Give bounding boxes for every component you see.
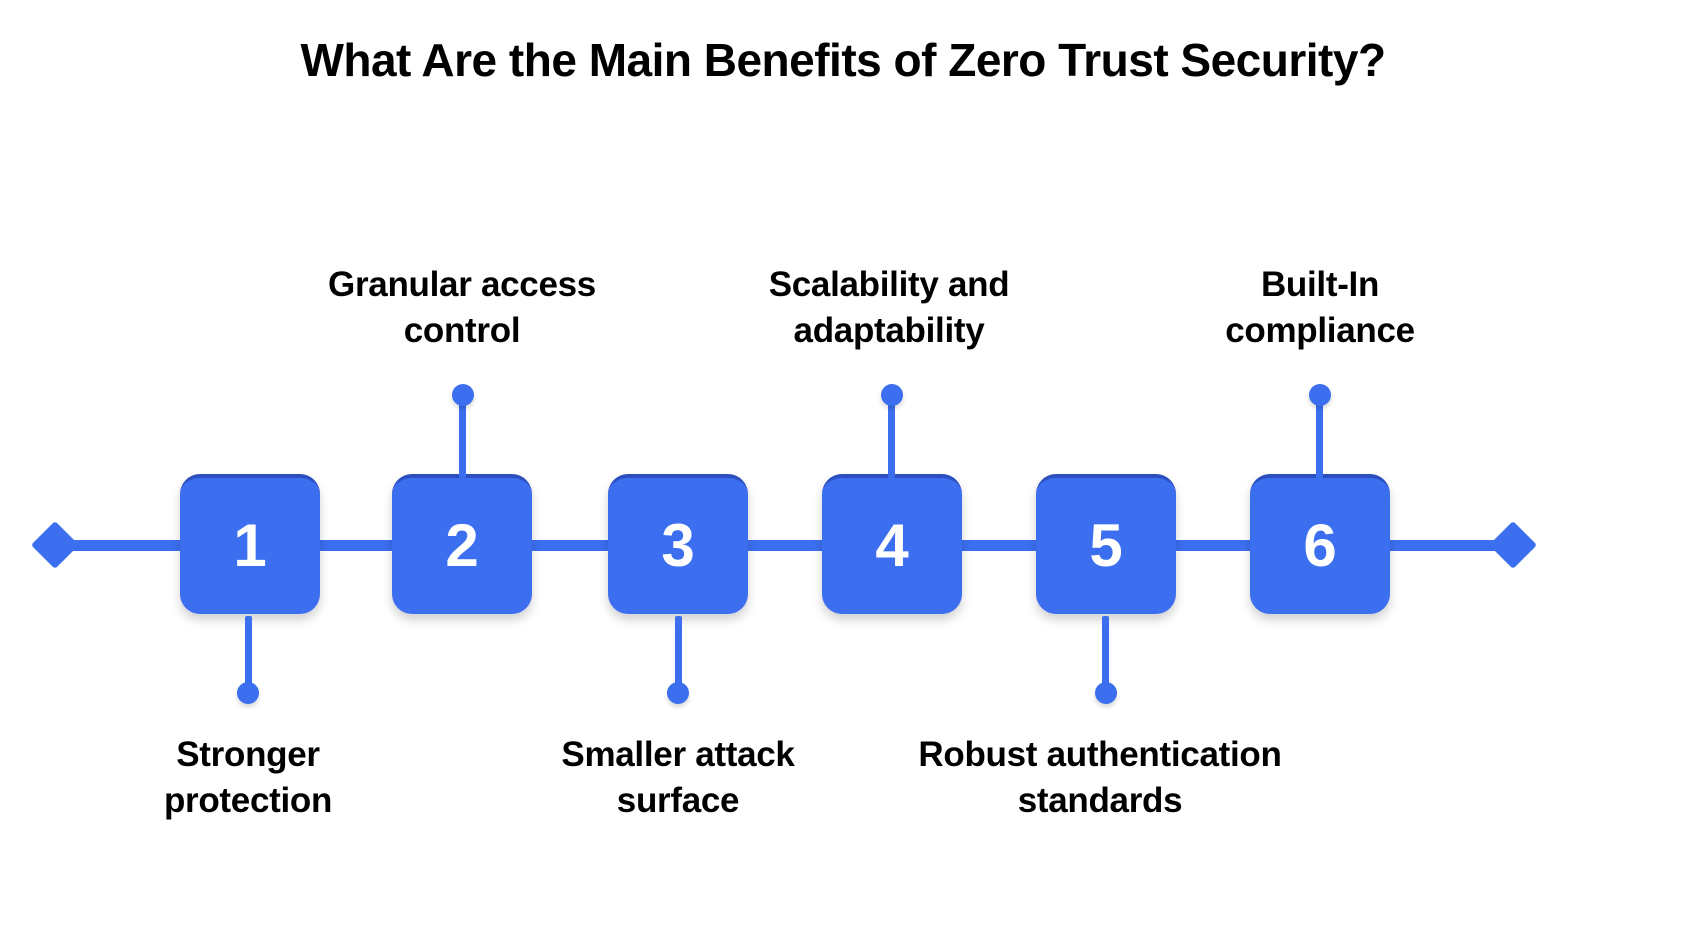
spine-segment-4-5 — [952, 540, 1044, 551]
step-label-5-line2: standards — [1017, 781, 1183, 821]
spine-segment-start — [62, 540, 192, 551]
step-dot-3 — [667, 682, 689, 704]
step-dot-4 — [881, 384, 903, 406]
step-node-1[interactable]: 1 — [180, 474, 320, 614]
step-number-4: 4 — [875, 512, 909, 579]
step-label-4-line1: Scalability and — [768, 265, 1010, 304]
step-label-2-line2: control — [403, 311, 521, 351]
step-number-1: 1 — [233, 512, 267, 579]
step-dot-6 — [1309, 384, 1331, 406]
step-label-3: Smaller attack surface — [508, 732, 848, 824]
step-number-6: 6 — [1303, 512, 1337, 579]
step-stem-2 — [459, 398, 466, 478]
step-label-4-line2: adaptability — [793, 311, 985, 351]
step-label-1-line2: protection — [163, 781, 333, 821]
step-label-5-line1: Robust authentication — [918, 735, 1282, 774]
step-dot-5 — [1095, 682, 1117, 704]
step-dot-1 — [237, 682, 259, 704]
step-number-5: 5 — [1089, 512, 1123, 579]
spine-segment-end — [1384, 540, 1516, 551]
spine-segment-1-2 — [310, 540, 410, 551]
spine-segment-2-3 — [528, 540, 663, 551]
step-label-1-line1: Stronger — [176, 735, 320, 774]
step-stem-4 — [888, 398, 895, 478]
step-stem-5 — [1102, 616, 1109, 696]
step-node-5[interactable]: 5 — [1036, 474, 1176, 614]
step-label-2-line1: Granular access — [328, 265, 596, 304]
step-label-6-line1: Built-In — [1260, 265, 1380, 304]
step-dot-2 — [452, 384, 474, 406]
step-number-3: 3 — [661, 512, 695, 579]
step-label-3-line1: Smaller attack — [561, 735, 795, 774]
step-stem-6 — [1316, 398, 1323, 478]
step-label-2: Granular access control — [292, 262, 632, 354]
step-label-4: Scalability and adaptability — [724, 262, 1054, 354]
step-node-3[interactable]: 3 — [608, 474, 748, 614]
step-stem-3 — [675, 616, 682, 696]
spine-end-diamond — [1488, 520, 1538, 570]
step-label-1: Stronger protection — [88, 732, 408, 824]
spine-segment-5-6 — [1170, 540, 1260, 551]
step-label-3-line2: surface — [616, 781, 740, 821]
step-label-6-line2: compliance — [1225, 311, 1415, 351]
page-title: What Are the Main Benefits of Zero Trust… — [300, 34, 1386, 86]
spine-segment-3-4 — [740, 540, 892, 551]
step-node-2[interactable]: 2 — [392, 474, 532, 614]
step-number-2: 2 — [445, 512, 479, 579]
step-stem-1 — [245, 616, 252, 696]
step-node-4[interactable]: 4 — [822, 474, 962, 614]
step-label-5: Robust authentication standards — [880, 732, 1320, 824]
step-label-6: Built-In compliance — [1160, 262, 1480, 354]
step-node-6[interactable]: 6 — [1250, 474, 1390, 614]
